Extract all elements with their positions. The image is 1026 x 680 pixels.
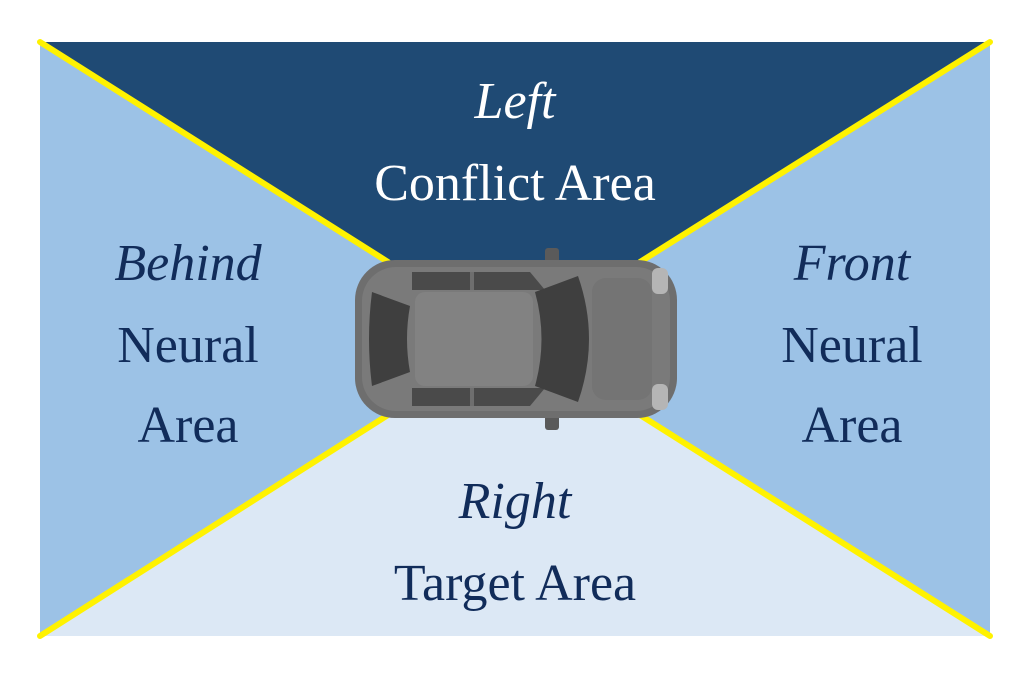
- right-target-zone: [40, 415, 990, 636]
- boundary-line-bottom-left: [37, 412, 391, 639]
- left-zone-direction-label: Left: [474, 73, 557, 130]
- right-zone-direction-label: Right: [458, 473, 573, 530]
- behind-zone-name-line1: Neural: [117, 317, 258, 374]
- car-top-view-icon: [355, 248, 677, 430]
- car-hood: [592, 278, 652, 400]
- zone-boundary-lines: [37, 39, 993, 639]
- car-headlight-top: [652, 268, 668, 294]
- front-zone-direction-label: Front: [793, 235, 912, 292]
- behind-neural-zone: [40, 42, 388, 636]
- behind-zone-direction-label: Behind: [114, 235, 262, 292]
- car-side-window-top: [412, 272, 545, 290]
- boundary-line-top-right: [637, 39, 993, 265]
- left-zone-name-label: Conflict Area: [374, 155, 656, 212]
- right-zone-name-label: Target Area: [394, 555, 636, 612]
- car-side-window-bottom: [412, 388, 545, 406]
- behind-zone-name-line2: Area: [137, 397, 238, 454]
- car-windshield: [535, 276, 589, 402]
- front-zone-name-line2: Area: [801, 397, 902, 454]
- front-neural-zone: [640, 42, 990, 636]
- car-roof: [415, 292, 533, 386]
- car-headlight-bottom: [652, 384, 668, 410]
- left-conflict-zone: [40, 42, 990, 262]
- front-zone-name-line1: Neural: [781, 317, 922, 374]
- boundary-line-bottom-right: [637, 412, 993, 639]
- car-rear-window: [369, 292, 410, 386]
- boundary-line-top-left: [37, 39, 391, 265]
